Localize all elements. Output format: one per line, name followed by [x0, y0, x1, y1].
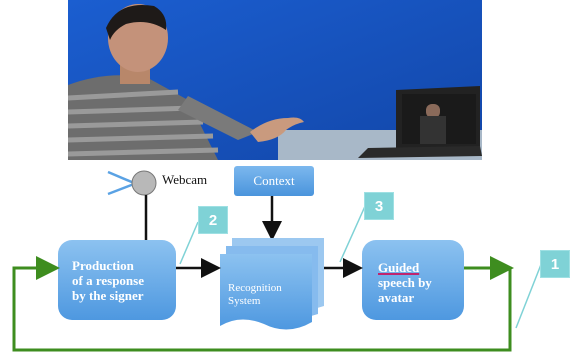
callout-line-3 [339, 203, 367, 263]
photo-illustration [68, 0, 482, 160]
avatar-label: Guided speech by avatar [378, 260, 432, 305]
avatar-box [362, 240, 464, 320]
recognition-label-line-1: Recognition [228, 282, 282, 294]
person [68, 4, 304, 160]
webcam-label: Webcam [162, 172, 208, 187]
production-label: Production of a response by the signer [72, 258, 144, 303]
production-label-line-2: of a response [72, 273, 144, 288]
webcam-icon [107, 170, 157, 196]
context-box [234, 166, 314, 196]
context-label: Context [253, 173, 295, 188]
production-label-line-1: Production [72, 258, 134, 273]
production-label-line-3: by the signer [72, 288, 144, 303]
avatar-label-line-2: speech by [378, 275, 432, 290]
callout-line-1 [515, 261, 543, 329]
production-box [58, 240, 176, 320]
demo-photo [68, 0, 482, 160]
avatar-label-line-3: avatar [378, 290, 415, 305]
avatar-label-guided: Guided [378, 260, 420, 275]
laptop [358, 86, 482, 158]
callout-line-2 [179, 221, 199, 265]
step-number-1: 1 [540, 250, 570, 278]
recognition-label: Recognition System [228, 282, 282, 308]
step-number-3: 3 [364, 192, 394, 220]
recognition-system-stack [220, 238, 324, 330]
step-number-2: 2 [198, 206, 228, 234]
recognition-label-line-2: System [228, 295, 261, 307]
